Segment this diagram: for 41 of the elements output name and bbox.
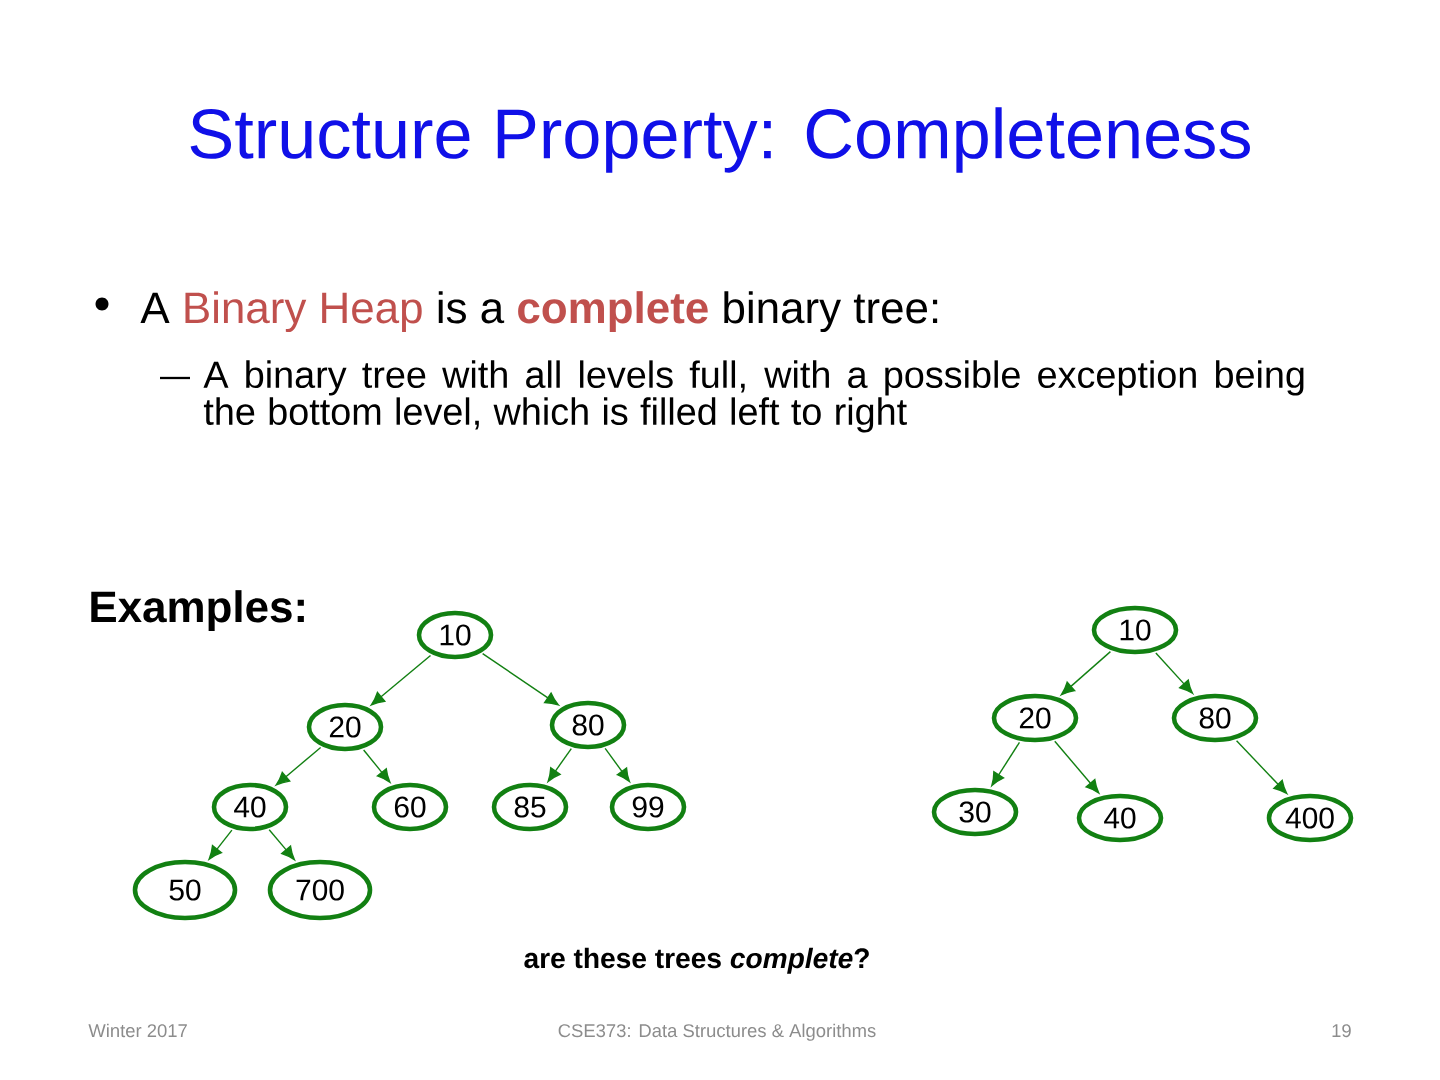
label: binary tree: <box>724 291 938 333</box>
page-number: 19 <box>1332 1024 1351 1038</box>
arrow <box>362 749 391 783</box>
tree-node: 400 <box>1266 793 1354 843</box>
tree-node: 85 <box>491 782 569 832</box>
tree-node: 40 <box>1076 793 1164 843</box>
arrow <box>208 829 233 860</box>
arrow <box>1155 652 1194 694</box>
tree-node: 99 <box>609 782 687 832</box>
section-heading: Examples: <box>91 590 304 632</box>
arrow <box>1054 740 1100 794</box>
footer-course: CSE373: Data Structures & Algorithms <box>558 1023 876 1041</box>
question-text: are these trees complete? <box>524 947 869 974</box>
tree-node: 20 <box>991 693 1079 743</box>
bullet-text: A Binary Heap is a complete binary tree: <box>140 291 938 333</box>
sub-bullet-text: A binary tree with all levels full, with a possible exception being the bottom level, which is filled left to right <box>203 360 1304 433</box>
arrow <box>268 829 296 861</box>
arrow <box>604 747 631 783</box>
arrow <box>1060 650 1112 696</box>
tree-node: 60 <box>371 782 449 832</box>
label: A <box>140 292 170 323</box>
arrow <box>547 747 573 783</box>
arrow <box>1235 740 1288 795</box>
tree-node: 50 <box>132 859 238 921</box>
tree-node: 20 <box>306 702 384 752</box>
tree-node: 10 <box>1091 605 1179 655</box>
tree-node: 80 <box>549 700 627 750</box>
arrow <box>370 654 432 706</box>
arrow <box>481 653 560 706</box>
tree-node: 700 <box>267 859 373 921</box>
tree-node: 80 <box>1171 693 1259 743</box>
tree-node: 10 <box>416 610 494 660</box>
arrow <box>275 746 322 786</box>
label: complete <box>518 291 708 333</box>
label: Binary Heap <box>185 291 422 333</box>
arrow <box>991 741 1021 787</box>
tree-node: 30 <box>931 787 1019 837</box>
slide-title: Structure Property: Completeness <box>190 107 1250 173</box>
footer-date: Winter 2017 <box>88 1023 187 1038</box>
label: is a <box>438 291 505 324</box>
tree-node: 40 <box>211 782 289 832</box>
